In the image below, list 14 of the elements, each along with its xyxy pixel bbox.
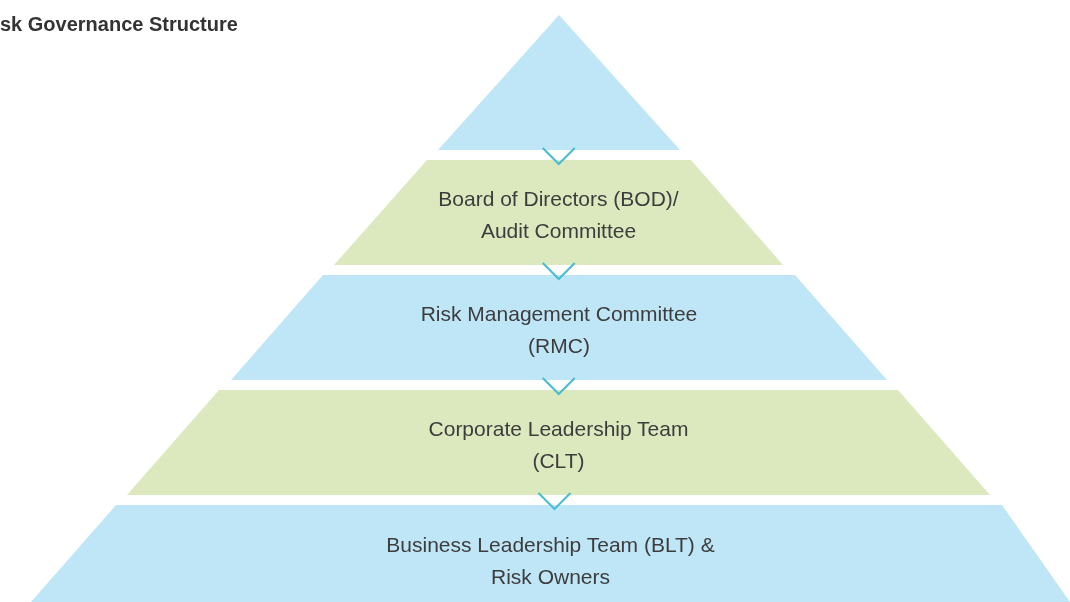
tier-label: Board of Directors (BOD)/ Audit Committee: [437, 186, 680, 244]
chevron-arrow: [537, 492, 572, 511]
tier-label: Risk Management Committee (RMC): [419, 301, 699, 359]
tier-label: Corporate Leadership Team (CLT): [427, 416, 690, 474]
pyramid-tier: [231, 275, 887, 380]
pyramid-apex-triangle: [438, 15, 680, 150]
chevron-arrow: [541, 262, 576, 281]
chevron-arrow: [541, 147, 576, 166]
tier-label: Business Leadership Team (BLT) & Risk Owners: [385, 532, 716, 590]
pyramid-tier: [334, 160, 783, 265]
pyramid-tier: [31, 505, 1070, 602]
pyramid-tier: [127, 390, 990, 495]
diagram-title: sk Governance Structure: [0, 13, 238, 36]
chevron-arrow: [541, 377, 576, 396]
